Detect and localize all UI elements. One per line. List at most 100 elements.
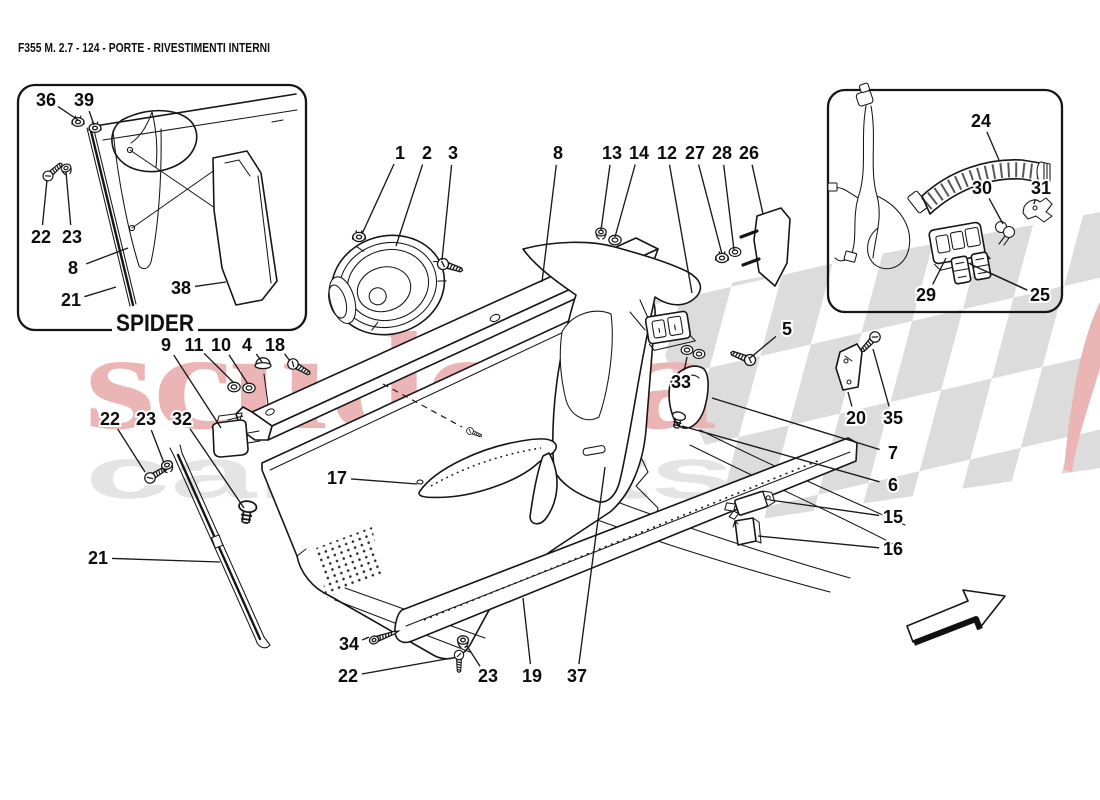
leader-line-23b [150, 429, 165, 464]
part-switch-15 [724, 490, 776, 520]
leader-line-39 [88, 110, 95, 126]
page-title: F355 M. 2.7 - 124 - PORTE - RIVESTIMENTI… [18, 40, 270, 55]
leader-line-9 [173, 354, 222, 429]
washer-28 [728, 246, 742, 258]
callout-17: 17 [327, 468, 347, 488]
leader-line-24 [986, 131, 1000, 161]
leader-line-5 [749, 335, 777, 359]
part-pillar-trim-38 [212, 150, 278, 306]
leader-line-37 [578, 466, 606, 665]
callout-35: 35 [883, 408, 903, 428]
callout-8a: 8 [68, 258, 78, 278]
leader-line-36 [57, 105, 79, 121]
spider-label-mask [112, 314, 198, 336]
screw-22-bottom [453, 649, 465, 673]
callout-8b: 8 [553, 143, 563, 163]
leader-line-23c [466, 645, 481, 667]
washer-33a [680, 344, 694, 356]
callout-4: 4 [242, 335, 252, 355]
callout-27: 27 [685, 143, 705, 163]
washer-11 [227, 381, 241, 393]
callout-16: 16 [883, 539, 903, 559]
callout-37: 37 [567, 666, 587, 686]
washer-10 [242, 382, 256, 394]
callout-7: 7 [888, 443, 898, 463]
callout-2: 2 [422, 143, 432, 163]
leader-line-35 [872, 348, 890, 407]
harness-inset-box [826, 82, 1064, 314]
part-switches-25 [950, 251, 992, 285]
callout-21b: 21 [88, 548, 108, 568]
spider-inset-box: SPIDER [16, 83, 308, 337]
callout-38: 38 [171, 278, 191, 298]
callout-26: 26 [739, 143, 759, 163]
hidden-fastener-dash [382, 383, 463, 428]
leader-line-31 [1033, 198, 1037, 205]
callout-3: 3 [448, 143, 458, 163]
leader-line-16 [757, 535, 880, 549]
leader-line-13 [600, 164, 611, 231]
leader-line-21b [111, 557, 221, 563]
callout-39: 39 [74, 90, 94, 110]
callout-33: 33 [671, 372, 691, 392]
window-switch-bezel [644, 310, 696, 351]
leader-line-25 [969, 263, 1028, 291]
part-armrest-17 [416, 438, 558, 525]
spider-door-sketch [94, 93, 298, 270]
leader-line-18 [284, 353, 291, 362]
callout-23b: 23 [136, 409, 156, 429]
direction-arrow-icon [906, 589, 1006, 646]
callout-23c: 23 [478, 666, 498, 686]
leader-line-1 [361, 163, 395, 235]
leader-line-38 [194, 281, 227, 288]
callout-28: 28 [712, 143, 732, 163]
washer-33b [692, 348, 706, 360]
callout-22c: 22 [338, 666, 358, 686]
leader-line-17 [350, 478, 418, 485]
button-4 [254, 357, 272, 370]
callout-1: 1 [395, 143, 405, 163]
callout-15: 15 [883, 507, 903, 527]
part-cover-plate-26 [739, 207, 791, 287]
leader-line-4 [255, 353, 263, 363]
spider-variant-label: SPIDER [116, 310, 194, 337]
part-wiring-harness-24 [827, 82, 1051, 270]
leader-line-32 [189, 428, 245, 509]
callout-20: 20 [846, 408, 866, 428]
part-end-cap-9 [211, 412, 261, 458]
leader-line-29 [932, 257, 947, 285]
leader-line-3 [441, 164, 453, 261]
callout-9: 9 [161, 335, 171, 355]
callout-19: 19 [522, 666, 542, 686]
callout-31: 31 [1031, 178, 1051, 198]
callout-11: 11 [184, 335, 203, 355]
callout-24: 24 [971, 111, 991, 131]
part-window-strip-21 [169, 444, 271, 649]
leader-line-27 [697, 164, 723, 255]
leader-line-21a [84, 286, 117, 298]
speaker-grille-dots [316, 527, 382, 598]
callout-10: 10 [211, 335, 231, 355]
callout-32: 32 [172, 409, 192, 429]
leader-line-8a [85, 247, 129, 265]
part-window-seal-strip [86, 125, 137, 307]
leader-line-28 [723, 164, 735, 251]
callout-21a: 21 [61, 290, 81, 310]
leader-line-15 [769, 499, 880, 517]
leader-line-8b [541, 164, 557, 283]
callout-22b: 22 [100, 409, 120, 429]
callout-14: 14 [629, 143, 649, 163]
leader-line-14 [614, 164, 636, 238]
part-plate-20 [835, 343, 863, 391]
leader-line-19 [522, 597, 532, 665]
leader-line-22c [361, 657, 453, 675]
nut-39 [88, 121, 102, 133]
part-speaker-2 [328, 229, 465, 336]
leader-line-22b [117, 428, 146, 473]
leader-line-26 [751, 164, 764, 215]
leader-line-33 [683, 356, 688, 371]
leader-line-30 [988, 198, 1004, 225]
